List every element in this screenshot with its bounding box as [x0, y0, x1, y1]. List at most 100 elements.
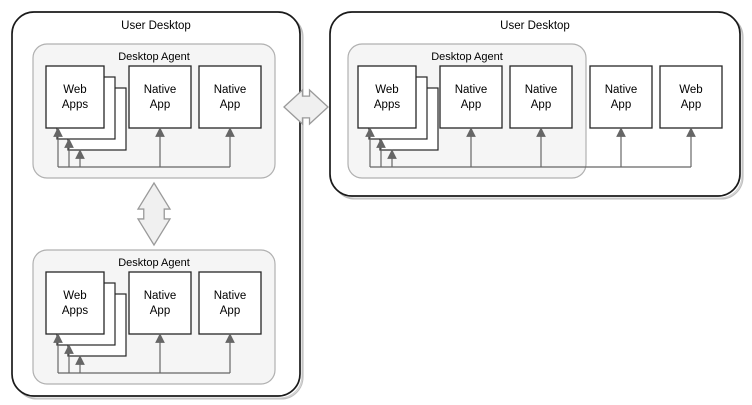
- interop-arrow-horizontal[interactable]: [283, 88, 329, 126]
- app-box-front: [439, 65, 503, 129]
- connector-arrowhead: [225, 127, 235, 137]
- connector-arrowhead: [75, 149, 85, 159]
- app-connector-arrow: [225, 333, 235, 373]
- agent-title: Desktop Agent: [118, 257, 190, 269]
- app-connector-arrow: [376, 138, 386, 167]
- svg-text:App: App: [150, 305, 170, 317]
- app-box-front: [659, 65, 723, 129]
- panel-title: User Desktop: [500, 20, 570, 32]
- panel-title: User Desktop: [121, 20, 191, 32]
- connector-arrowhead: [53, 127, 63, 137]
- svg-text:Native: Native: [525, 84, 558, 96]
- app-box-front: [45, 271, 105, 335]
- connector-arrowhead: [616, 127, 626, 137]
- interop-arrow-shape: [283, 88, 329, 126]
- app-connector-arrow: [75, 355, 85, 373]
- svg-text:Web: Web: [679, 84, 702, 96]
- svg-text:Apps: Apps: [62, 99, 88, 111]
- svg-text:App: App: [681, 99, 701, 111]
- connector-arrowhead: [75, 355, 85, 365]
- app-box-front: [589, 65, 653, 129]
- connector-arrowhead: [225, 333, 235, 343]
- app-box-front: [198, 271, 262, 335]
- app-connector-arrow: [225, 127, 235, 167]
- connector-arrowhead: [686, 127, 696, 137]
- svg-text:App: App: [611, 99, 631, 111]
- interop-arrow-vertical[interactable]: [136, 181, 172, 247]
- app-connector-arrow: [387, 149, 397, 167]
- app-connector-arrow: [64, 138, 74, 167]
- svg-text:Web: Web: [63, 290, 86, 302]
- svg-text:App: App: [461, 99, 481, 111]
- connector-arrowhead: [466, 127, 476, 137]
- svg-text:App: App: [531, 99, 551, 111]
- svg-text:Native: Native: [605, 84, 638, 96]
- connector-arrowhead: [365, 127, 375, 137]
- app-connector-arrow: [53, 333, 63, 373]
- agent-title: Desktop Agent: [431, 51, 503, 63]
- app-connector-arrow: [536, 127, 546, 167]
- svg-text:Apps: Apps: [62, 305, 88, 317]
- svg-text:Web: Web: [63, 84, 86, 96]
- svg-text:App: App: [150, 99, 170, 111]
- app-box-front: [198, 65, 262, 129]
- connector-arrowhead: [53, 333, 63, 343]
- connector-arrowhead: [64, 344, 74, 354]
- app-connector-arrow: [155, 127, 165, 167]
- app-connector-arrow: [155, 333, 165, 373]
- app-box-front: [45, 65, 105, 129]
- svg-text:Native: Native: [144, 290, 177, 302]
- app-box-front: [509, 65, 573, 129]
- interop-arrow-shape: [136, 181, 172, 247]
- svg-text:Web: Web: [375, 84, 398, 96]
- svg-text:Native: Native: [455, 84, 488, 96]
- app-connector-arrow: [53, 127, 63, 167]
- agent-title: Desktop Agent: [118, 51, 190, 63]
- svg-text:Native: Native: [214, 290, 247, 302]
- connector-arrowhead: [376, 138, 386, 148]
- svg-text:Native: Native: [144, 84, 177, 96]
- interop-connectors-layer: [136, 88, 329, 247]
- connector-arrowhead: [387, 149, 397, 159]
- svg-text:App: App: [220, 305, 240, 317]
- connector-arrowhead: [64, 138, 74, 148]
- app-connector-arrow: [64, 344, 74, 373]
- app-box-front: [128, 271, 192, 335]
- app-connector-arrow: [75, 149, 85, 167]
- app-box-front: [357, 65, 417, 129]
- app-connector-arrow: [686, 127, 696, 167]
- app-box-front: [128, 65, 192, 129]
- app-connector-arrow: [365, 127, 375, 167]
- svg-text:Native: Native: [214, 84, 247, 96]
